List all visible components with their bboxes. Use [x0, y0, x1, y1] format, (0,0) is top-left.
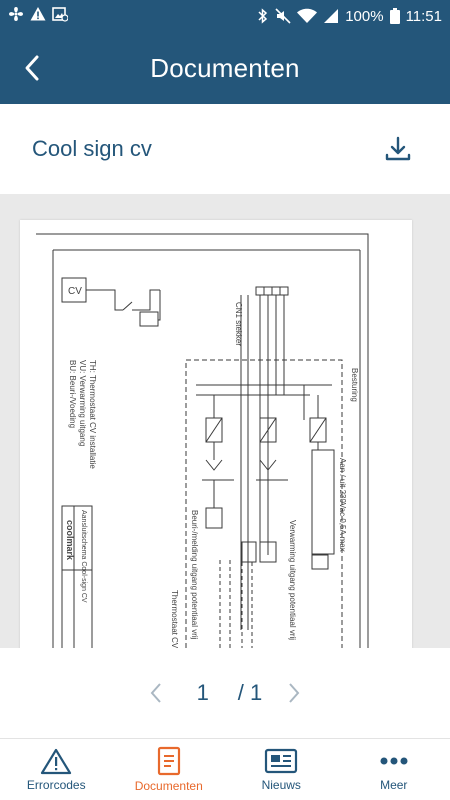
warning-icon [41, 748, 72, 775]
document-page: CV BU: Beuri-/Voeding VU: Verwarming uit… [20, 220, 412, 648]
status-notifications [8, 6, 69, 26]
back-button[interactable] [12, 44, 52, 92]
document-viewer[interactable]: CV BU: Beuri-/Voeding VU: Verwarming uit… [0, 194, 450, 648]
nav-item-meer[interactable]: Meer [338, 739, 450, 800]
battery-icon [389, 8, 400, 24]
drawing-label-verwarming: Verwarming uitgang potentiaal vrij [288, 520, 297, 640]
nav-item-nieuws[interactable]: Nieuws [225, 739, 338, 800]
drawing-label-brand: coolmark [65, 520, 75, 561]
signal-icon [323, 8, 339, 24]
document-title: Cool sign cv [32, 136, 152, 161]
clock: 11:51 [405, 7, 442, 25]
wifi-icon [297, 8, 318, 24]
chevron-right-icon [289, 683, 300, 703]
page-current: 1 [196, 680, 209, 705]
battery-level: 100% [345, 7, 384, 25]
bottom-navigation: Errorcodes Documenten Nieuws Meer [0, 738, 450, 800]
previous-page-button[interactable] [144, 678, 168, 708]
document-header: Cool sign cv [0, 104, 450, 194]
app-bar: Documenten [0, 32, 450, 104]
bluetooth-icon [257, 8, 269, 24]
image-sync-icon [52, 6, 69, 26]
chevron-left-icon [25, 55, 39, 81]
nav-label-nieuws: Nieuws [261, 778, 301, 792]
download-icon [385, 136, 411, 161]
drawing-label-besturing: Besturing [350, 368, 359, 402]
newspaper-icon [265, 748, 298, 774]
page-total: / 1 [237, 680, 263, 705]
drawing-label-legend-2: VU: Verwarming uitgang [78, 360, 87, 446]
chevron-left-icon [150, 683, 161, 703]
drawing-label-cn1: CN1 stekker [234, 302, 243, 346]
drawing-label-legend-3: TH: Thermostaat CV installatie [88, 360, 97, 469]
warning-icon [30, 6, 46, 26]
download-button[interactable] [378, 129, 418, 169]
fan-icon [8, 6, 24, 26]
drawing-label-title-block: Aansluitschema Cool-sign CV [80, 510, 87, 603]
drawing-label-koeling: Beuri-/melding uitgang potentiaal vrij [190, 510, 199, 640]
status-bar: 100% 11:51 [0, 0, 450, 32]
drawing-label-cv: CV [68, 286, 82, 297]
document-icon [157, 746, 180, 776]
page-title: Documenten [150, 52, 300, 83]
nav-item-errorcodes[interactable]: Errorcodes [0, 739, 113, 800]
nav-label-documenten: Documenten [134, 779, 203, 793]
mute-icon [275, 8, 291, 24]
next-page-button[interactable] [282, 678, 306, 708]
status-system: 100% 11:51 [257, 8, 442, 25]
more-dots-icon [380, 757, 408, 765]
wiring-diagram: CV BU: Beuri-/Voeding VU: Verwarming uit… [36, 233, 369, 648]
drawing-label-voeding: Aan / uit 230Vac 0,5A max [338, 458, 347, 552]
pager: 1 / 1 [0, 648, 450, 738]
drawing-label-legend-1: BU: Beuri-/Voeding [68, 360, 77, 428]
nav-label-meer: Meer [380, 778, 408, 792]
nav-item-documenten[interactable]: Documenten [113, 739, 226, 800]
nav-label-errorcodes: Errorcodes [26, 778, 86, 792]
drawing-label-thermostaat: Thermostaat CV installatie [170, 590, 179, 648]
